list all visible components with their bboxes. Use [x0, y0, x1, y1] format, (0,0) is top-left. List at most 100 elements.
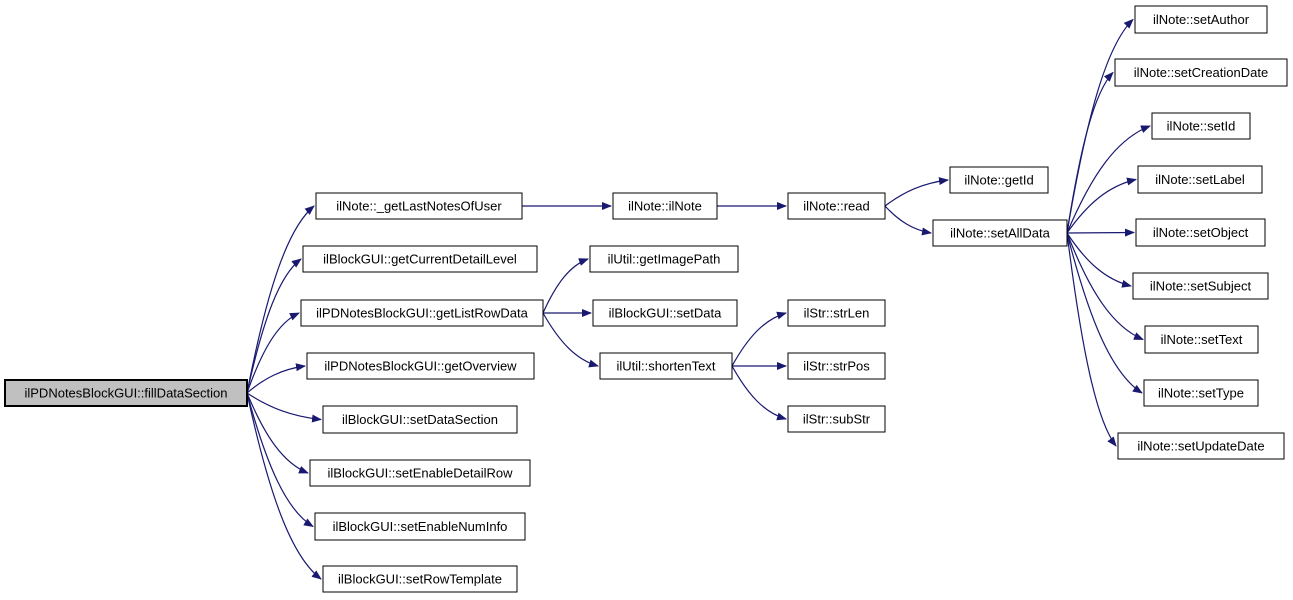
- graph-node-setText[interactable]: ilNote::setText: [1144, 325, 1259, 354]
- graph-node-box[interactable]: [322, 405, 518, 434]
- graph-node-box[interactable]: [300, 299, 544, 327]
- graph-node-label: ilNote::setAllData: [950, 226, 1050, 241]
- edge-setAllData-setText: [1066, 232, 1144, 341]
- edge-setAllData-setLabel: [1066, 177, 1137, 234]
- edge-setAllData-setObject: [1066, 228, 1135, 237]
- graph-node-label: ilPDNotesBlockGUI::fillDataSection: [24, 386, 227, 401]
- graph-node-box[interactable]: [4, 379, 248, 407]
- graph-node-setObject[interactable]: ilNote::setObject: [1135, 218, 1266, 247]
- graph-node-setDataSection[interactable]: ilBlockGUI::setDataSection: [322, 405, 518, 434]
- graph-node-box[interactable]: [302, 245, 538, 273]
- graph-node-box[interactable]: [314, 512, 526, 541]
- graph-node-setType[interactable]: ilNote::setType: [1143, 379, 1259, 407]
- graph-node-label: ilBlockGUI::setDataSection: [342, 412, 498, 427]
- edge-setAllData-setCreationDate: [1066, 71, 1114, 234]
- graph-node-getId[interactable]: ilNote::getId: [949, 166, 1049, 194]
- edge-setAllData-setId: [1066, 125, 1151, 234]
- graph-node-box[interactable]: [589, 245, 739, 273]
- edge-getListRowData-shortenText: [542, 312, 599, 368]
- graph-node-setEnableDetailRow[interactable]: ilBlockGUI::setEnableDetailRow: [309, 459, 531, 487]
- graph-node-box[interactable]: [1144, 325, 1259, 354]
- edge-shortenText-strLen: [731, 311, 787, 367]
- edge-fillDataSection-getOverview: [246, 363, 306, 394]
- graph-node-label: ilNote::setObject: [1153, 225, 1249, 240]
- graph-node-box[interactable]: [1114, 58, 1288, 87]
- graph-node-box[interactable]: [592, 299, 738, 327]
- graph-node-getCurrentDetailLevel[interactable]: ilBlockGUI::getCurrentDetailLevel: [302, 245, 538, 273]
- graph-node-label: ilNote::setUpdateDate: [1137, 439, 1264, 454]
- graph-node-box[interactable]: [787, 352, 886, 380]
- graph-node-setEnableNumInfo[interactable]: ilBlockGUI::setEnableNumInfo: [314, 512, 526, 541]
- graph-node-getOverview[interactable]: ilPDNotesBlockGUI::getOverview: [306, 352, 535, 380]
- graph-node-box[interactable]: [306, 352, 535, 380]
- graph-node-label: ilNote::setCreationDate: [1134, 65, 1268, 80]
- graph-node-label: ilUtil::getImagePath: [608, 252, 721, 267]
- graph-node-box[interactable]: [787, 192, 886, 220]
- graph-node-label: ilPDNotesBlockGUI::getListRowData: [316, 306, 528, 321]
- edge-fillDataSection-getListRowData: [246, 312, 300, 394]
- graph-node-box[interactable]: [1151, 112, 1251, 140]
- edge-fillDataSection-setEnableNumInfo: [246, 392, 314, 528]
- graph-node-shortenText[interactable]: ilUtil::shortenText: [599, 352, 733, 380]
- graph-node-label: ilPDNotesBlockGUI::getOverview: [324, 359, 517, 374]
- graph-node-setAllData[interactable]: ilNote::setAllData: [932, 219, 1068, 247]
- graph-node-box[interactable]: [1137, 165, 1263, 194]
- graph-node-box[interactable]: [1143, 379, 1259, 407]
- graph-node-strLen[interactable]: ilStr::strLen: [787, 299, 886, 327]
- graph-node-getListRowData[interactable]: ilPDNotesBlockGUI::getListRowData: [300, 299, 544, 327]
- graph-node-setUpdateDate[interactable]: ilNote::setUpdateDate: [1117, 432, 1285, 460]
- graph-node-label: ilNote::setSubject: [1150, 279, 1252, 294]
- graph-node-box[interactable]: [932, 219, 1068, 247]
- graph-node-label: ilUtil::shortenText: [617, 359, 716, 374]
- graph-node-label: ilNote::ilNote: [628, 199, 702, 214]
- graph-node-box[interactable]: [1117, 432, 1285, 460]
- graph-node-box[interactable]: [1134, 5, 1268, 34]
- graph-node-box[interactable]: [612, 192, 718, 220]
- edge-setAllData-setSubject: [1066, 232, 1132, 288]
- graph-node-box[interactable]: [1132, 272, 1269, 300]
- edge-fillDataSection-setRowTemplate: [246, 392, 322, 580]
- graph-node-ilNote[interactable]: ilNote::ilNote: [612, 192, 718, 220]
- graph-node-box[interactable]: [787, 405, 886, 433]
- edge-fillDataSection-setDataSection: [246, 392, 322, 423]
- graph-node-setCreationDate[interactable]: ilNote::setCreationDate: [1114, 58, 1288, 87]
- graph-node-setRowTemplate[interactable]: ilBlockGUI::setRowTemplate: [322, 565, 518, 593]
- edge-fillDataSection-setEnableDetailRow: [246, 392, 309, 474]
- graph-node-fillDataSection[interactable]: ilPDNotesBlockGUI::fillDataSection: [4, 379, 248, 407]
- graph-node-subStr[interactable]: ilStr::subStr: [787, 405, 886, 433]
- edge-getListRowData-getImagePath: [542, 258, 589, 314]
- edge-fillDataSection-getCurrentDetailLevel: [246, 258, 302, 394]
- graph-node-getLastNotesOfUser[interactable]: ilNote::_getLastNotesOfUser: [315, 192, 523, 220]
- graph-node-label: ilStr::strPos: [803, 359, 870, 374]
- edge-setAllData-setAuthor: [1066, 18, 1134, 234]
- graph-node-getImagePath[interactable]: ilUtil::getImagePath: [589, 245, 739, 273]
- graph-node-box[interactable]: [787, 299, 886, 327]
- graph-node-setLabel[interactable]: ilNote::setLabel: [1137, 165, 1263, 194]
- graph-node-label: ilBlockGUI::setEnableDetailRow: [328, 466, 514, 481]
- graph-node-box[interactable]: [599, 352, 733, 380]
- graph-node-label: ilNote::setType: [1158, 386, 1244, 401]
- graph-node-box[interactable]: [949, 166, 1049, 194]
- graph-node-box[interactable]: [315, 192, 523, 220]
- graph-node-label: ilBlockGUI::setData: [609, 306, 722, 321]
- graph-node-label: ilNote::getId: [964, 173, 1033, 188]
- graph-node-setId[interactable]: ilNote::setId: [1151, 112, 1251, 140]
- graph-node-label: ilNote::_getLastNotesOfUser: [336, 199, 502, 214]
- graph-node-box[interactable]: [1135, 218, 1266, 247]
- graph-node-label: ilStr::subStr: [803, 412, 871, 427]
- graph-node-label: ilBlockGUI::getCurrentDetailLevel: [323, 252, 517, 267]
- graph-node-setSubject[interactable]: ilNote::setSubject: [1132, 272, 1269, 300]
- edge-read-getId: [884, 177, 949, 207]
- edge-shortenText-subStr: [731, 365, 787, 421]
- graph-node-read[interactable]: ilNote::read: [787, 192, 886, 220]
- graph-node-label: ilStr::strLen: [804, 306, 870, 321]
- graph-node-strPos[interactable]: ilStr::strPos: [787, 352, 886, 380]
- graph-node-setAuthor[interactable]: ilNote::setAuthor: [1134, 5, 1268, 34]
- graph-node-label: ilNote::setAuthor: [1153, 12, 1250, 27]
- edge-setAllData-setUpdateDate: [1066, 232, 1117, 447]
- graph-node-setData[interactable]: ilBlockGUI::setData: [592, 299, 738, 327]
- graph-node-box[interactable]: [322, 565, 518, 593]
- graph-node-label: ilNote::setId: [1167, 119, 1236, 134]
- graph-node-box[interactable]: [309, 459, 531, 487]
